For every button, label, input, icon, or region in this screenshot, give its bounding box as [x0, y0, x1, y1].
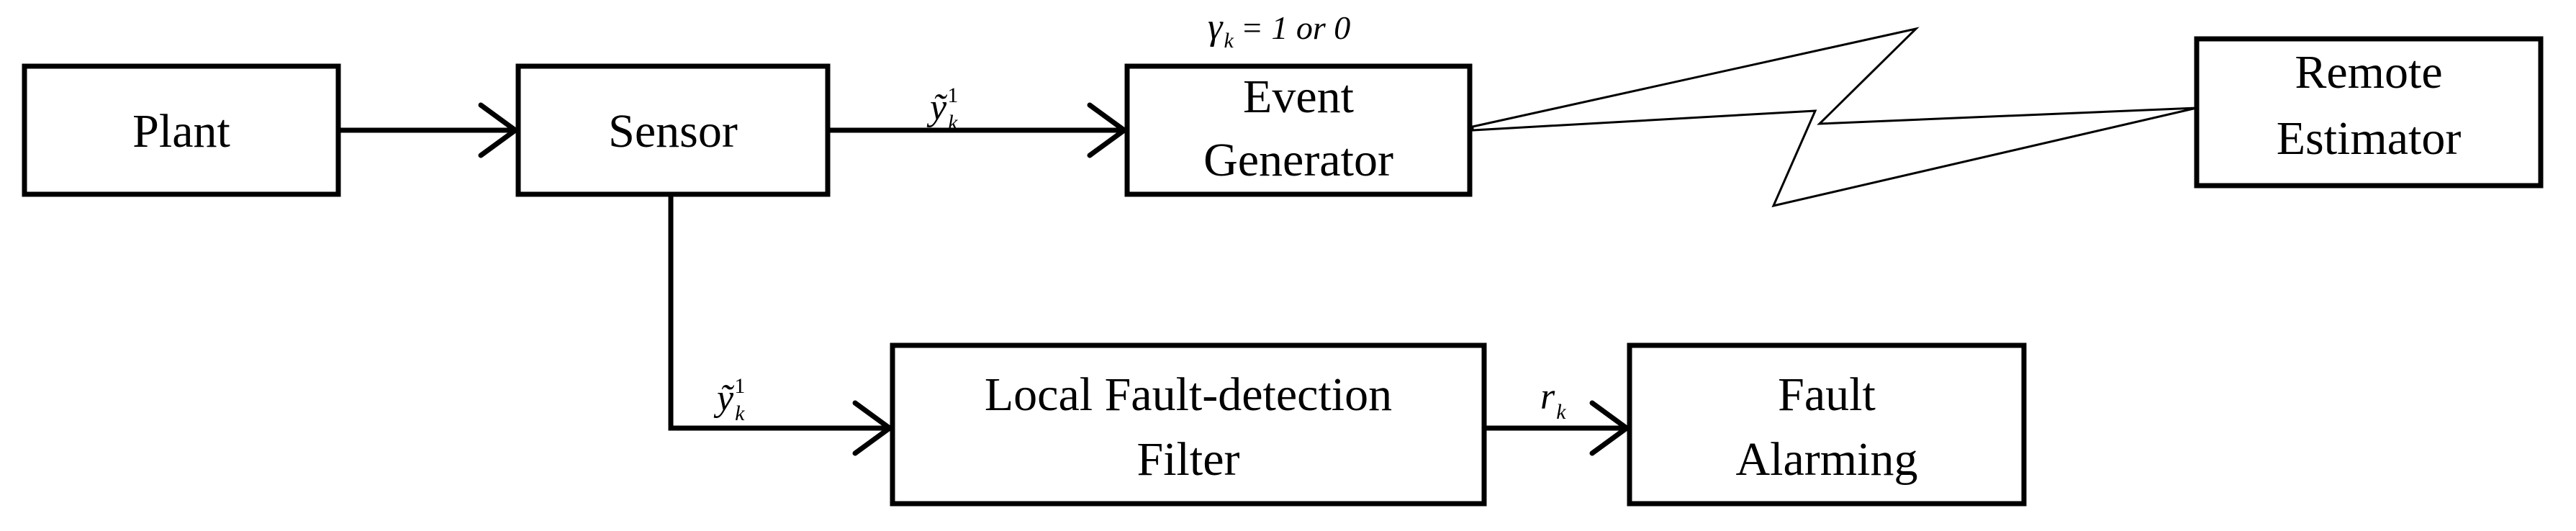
remote-estimator-label-line2: Estimator: [2277, 112, 2462, 165]
gamma-condition-label: γk = 1 or 0: [1208, 6, 1350, 53]
sensor-label: Sensor: [608, 105, 738, 158]
signal-label-event-superscript: 1: [947, 83, 958, 107]
event-generator-label-line2: Generator: [1203, 134, 1393, 186]
residual-label: rk: [1540, 376, 1566, 424]
sensor-block: Sensor: [515, 63, 831, 197]
remote-estimator-label-line1: Remote: [2295, 46, 2442, 99]
signal-label-filter-symbol: ỹ: [713, 378, 735, 419]
gamma-condition: = 1 or 0: [1241, 9, 1350, 46]
signal-label-filter-subscript: k: [735, 401, 745, 425]
filter-to-fault-alarming-arrow: [1484, 400, 1631, 456]
signal-label-event: ỹk 1: [926, 83, 958, 135]
signal-label-event-symbol: ỹ: [926, 87, 948, 128]
fault-alarming-block: Fault Alarming: [1627, 342, 2027, 507]
fault-alarming-label-line1: Fault: [1778, 368, 1876, 421]
local-fault-detection-filter-block: Local Fault-detection Filter: [890, 342, 1487, 507]
sensor-to-event-generator-arrow: [828, 102, 1129, 158]
local-filter-label-line1: Local Fault-detection: [985, 368, 1392, 421]
fault-alarming-label-line2: Alarming: [1736, 433, 1918, 486]
event-generator-label-line1: Event: [1243, 71, 1354, 123]
signal-label-filter-superscript: 1: [734, 374, 745, 398]
wireless-link-icon: [1471, 27, 2197, 208]
event-generator-block: Event Generator: [1124, 63, 1473, 197]
signal-label-event-subscript: k: [948, 111, 958, 135]
gamma-subscript: k: [1224, 29, 1234, 53]
remote-estimator-block: Remote Estimator: [2194, 36, 2544, 189]
plant-to-sensor-arrow: [338, 102, 520, 158]
plant-label: Plant: [132, 105, 230, 158]
plant-block: Plant: [22, 63, 341, 197]
residual-label-subscript: k: [1556, 400, 1566, 424]
residual-label-symbol: r: [1540, 376, 1555, 417]
local-filter-label-line2: Filter: [1137, 433, 1240, 486]
sensor-to-filter-arrow: [668, 194, 894, 456]
signal-label-filter: ỹk 1: [713, 374, 745, 425]
gamma-symbol: γ: [1208, 6, 1224, 47]
